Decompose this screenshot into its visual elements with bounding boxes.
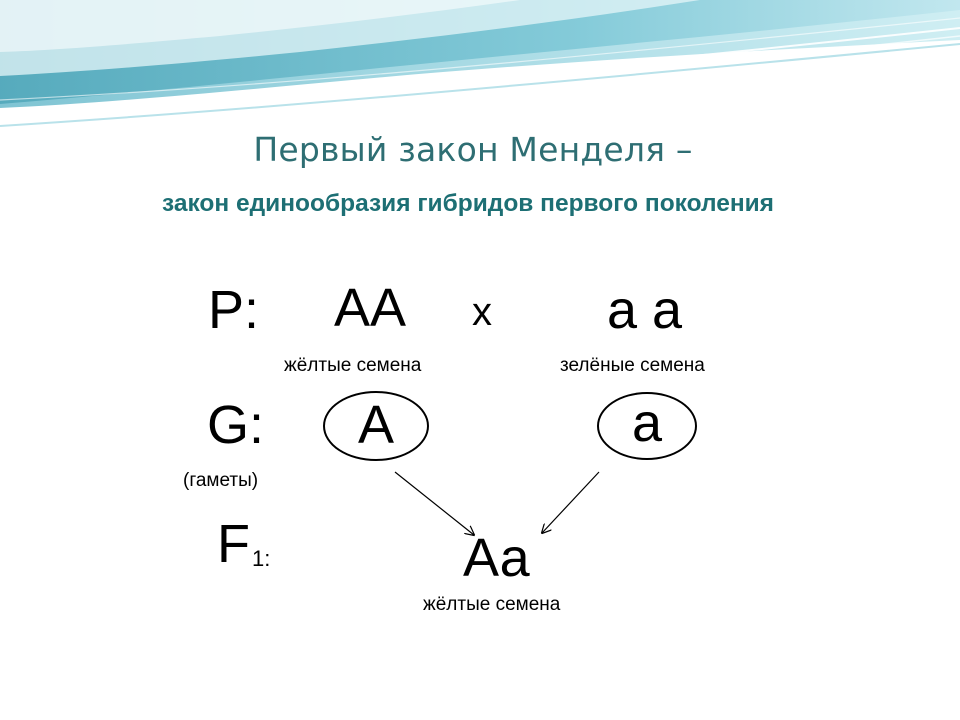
parent-right-genotype: а а — [607, 280, 683, 340]
slide-title: Первый закон Менделя – — [253, 130, 693, 169]
left-arrow — [394, 471, 474, 535]
offspring-genotype: Аа — [463, 528, 530, 588]
gametes-note: (гаметы) — [183, 470, 259, 491]
parent-left-phenotype: жёлтые семена — [284, 355, 422, 376]
offspring-label: F1: — [217, 517, 270, 571]
left-gamete: А — [357, 395, 395, 455]
parents-label: P: — [208, 280, 260, 340]
right-gamete: а — [631, 393, 663, 453]
header-wave-decoration — [0, 0, 960, 127]
slide-subtitle: закон единообразия гибридов первого поко… — [162, 190, 774, 217]
offspring-phenotype: жёлтые семена — [423, 594, 561, 615]
gametes-label: G: — [207, 395, 265, 455]
parent-right-phenotype: зелёные семена — [560, 355, 705, 376]
cross-symbol: х — [472, 290, 492, 334]
right-arrow — [542, 471, 600, 533]
right-gamete-circle — [597, 392, 697, 460]
offspring-subscript: 1: — [252, 546, 271, 571]
offspring-label-letter: F — [217, 514, 250, 574]
left-gamete-circle — [323, 391, 429, 461]
parent-left-genotype: AA — [334, 278, 407, 338]
